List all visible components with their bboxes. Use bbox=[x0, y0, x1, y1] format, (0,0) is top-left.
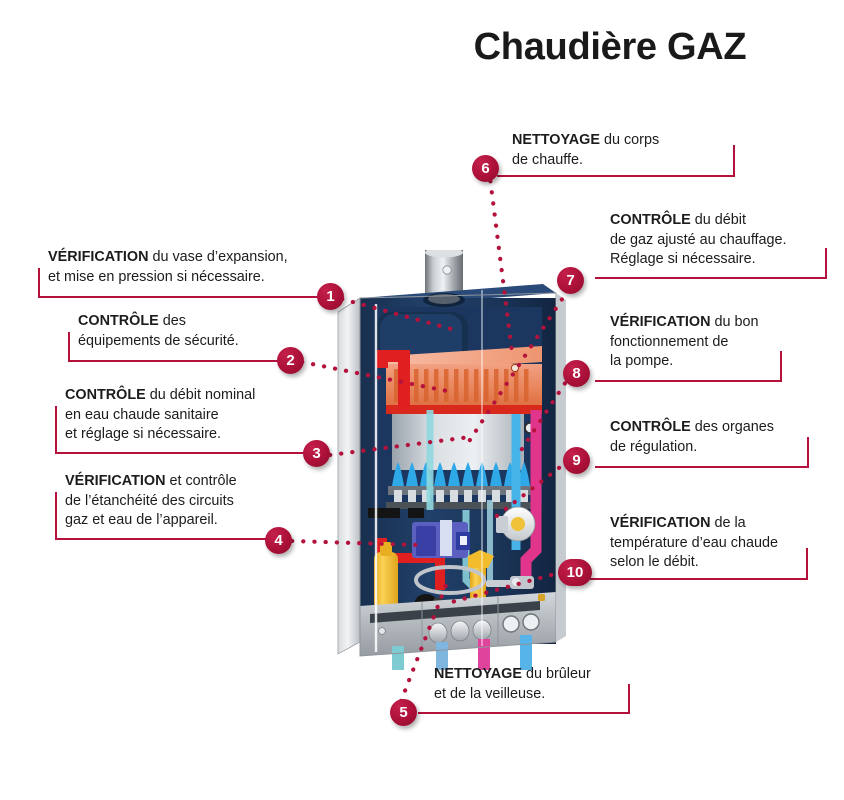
callout-2-rule-vertical bbox=[68, 332, 70, 362]
circulation-pump-part bbox=[412, 520, 470, 558]
callout-7: CONTRÔLE du débit de gaz ajusté au chauf… bbox=[600, 211, 815, 270]
callout-4: VÉRIFICATION et contrôle de l’étanchéité… bbox=[55, 472, 290, 531]
callout-6-line-1: NETTOYAGE du corps bbox=[512, 132, 660, 148]
callout-8-rule-vertical bbox=[780, 351, 782, 382]
callout-7-bullet[interactable]: 7 bbox=[557, 267, 584, 294]
callout-1: VÉRIFICATION du vase d’expansion, et mis… bbox=[38, 248, 328, 287]
callout-3-bullet[interactable]: 3 bbox=[303, 440, 330, 467]
callout-9-rule-vertical bbox=[807, 437, 809, 468]
callout-6-rule-vertical bbox=[733, 145, 735, 177]
page-title: Chaudière GAZ bbox=[473, 26, 747, 68]
callout-5-rule-horizontal bbox=[418, 712, 630, 714]
callout-7-rule-horizontal bbox=[595, 277, 827, 279]
callout-6-line-2: de chauffe. bbox=[512, 151, 583, 168]
callout-8-line-2: fonctionnement de bbox=[610, 333, 729, 350]
callout-3-line-3: et réglage si nécessaire. bbox=[65, 426, 221, 442]
callout-10-rule-vertical bbox=[806, 548, 808, 580]
callout-10: VÉRIFICATION de la température d’eau cha… bbox=[600, 514, 810, 573]
callout-8-bullet[interactable]: 8 bbox=[563, 360, 590, 387]
callout-8-rule-horizontal bbox=[595, 380, 782, 382]
callout-6: NETTOYAGE du corps de chauffe. bbox=[502, 131, 732, 170]
callout-1-rule-horizontal bbox=[38, 296, 328, 298]
callout-6-bullet[interactable]: 6 bbox=[472, 155, 499, 182]
flue-pipe-part bbox=[425, 250, 463, 294]
callout-4-line-2: de l’étanchéité des circuits bbox=[65, 492, 234, 509]
callout-3: CONTRÔLE du débit nominal en eau chaude … bbox=[55, 386, 325, 445]
callout-9: CONTRÔLE des organes de régulation. bbox=[600, 418, 810, 457]
callout-1-line-1: VÉRIFICATION du vase d’expansion, bbox=[48, 249, 288, 265]
callout-6-rule-horizontal bbox=[497, 175, 735, 177]
callout-9-bullet[interactable]: 9 bbox=[563, 447, 590, 474]
callout-3-rule-vertical bbox=[55, 406, 57, 454]
callout-8-line-1: VÉRIFICATION du bon bbox=[610, 314, 759, 330]
callout-10-bullet[interactable]: 10 bbox=[558, 559, 592, 586]
callout-4-rule-horizontal bbox=[55, 538, 289, 540]
callout-9-line-1: CONTRÔLE des organes bbox=[610, 419, 774, 435]
callout-5-line-2: et de la veilleuse. bbox=[434, 685, 546, 702]
callout-4-bullet[interactable]: 4 bbox=[265, 527, 292, 554]
callout-5-bullet[interactable]: 5 bbox=[390, 699, 417, 726]
callout-2-rule-horizontal bbox=[68, 360, 290, 362]
callout-4-line-1: VÉRIFICATION et contrôle bbox=[65, 473, 237, 489]
callout-7-line-1: CONTRÔLE du débit bbox=[610, 212, 746, 228]
callout-2-line-1: CONTRÔLE des bbox=[78, 313, 186, 329]
callout-3-line-1: CONTRÔLE du débit nominal bbox=[65, 387, 256, 403]
callout-10-line-3: selon le débit. bbox=[610, 554, 699, 570]
callout-2: CONTRÔLE des équipements de sécurité. bbox=[68, 312, 288, 351]
callout-10-line-2: température d’eau chaude bbox=[610, 534, 779, 551]
callout-2-line-2: équipements de sécurité. bbox=[78, 332, 239, 349]
callout-9-line-2: de régulation. bbox=[610, 438, 698, 455]
callout-2-bullet[interactable]: 2 bbox=[277, 347, 304, 374]
callout-4-line-3: gaz et eau de l’appareil. bbox=[65, 512, 218, 528]
callout-7-rule-vertical bbox=[825, 248, 827, 279]
callout-3-rule-horizontal bbox=[55, 452, 327, 454]
callout-1-bullet[interactable]: 1 bbox=[317, 283, 344, 310]
callout-10-rule-horizontal bbox=[590, 578, 808, 580]
callout-4-rule-vertical bbox=[55, 492, 57, 540]
callout-5-rule-vertical bbox=[628, 684, 630, 714]
callout-9-rule-horizontal bbox=[595, 466, 809, 468]
callout-3-line-2: en eau chaude sanitaire bbox=[65, 406, 219, 423]
callout-5: NETTOYAGE du brûleur et de la veilleuse. bbox=[424, 665, 654, 704]
callout-8: VÉRIFICATION du bon fonctionnement de la… bbox=[600, 313, 800, 372]
callout-10-line-1: VÉRIFICATION de la bbox=[610, 515, 746, 531]
callout-5-line-1: NETTOYAGE du brûleur bbox=[434, 666, 591, 682]
callout-1-line-2: et mise en pression si nécessaire. bbox=[48, 268, 265, 285]
callout-7-line-2: de gaz ajusté au chauffage. bbox=[610, 231, 787, 248]
callout-7-line-3: Réglage si nécessaire. bbox=[610, 251, 756, 267]
callout-8-line-3: la pompe. bbox=[610, 353, 674, 369]
callout-1-rule-vertical bbox=[38, 268, 40, 298]
boiler-illustration bbox=[330, 250, 590, 670]
